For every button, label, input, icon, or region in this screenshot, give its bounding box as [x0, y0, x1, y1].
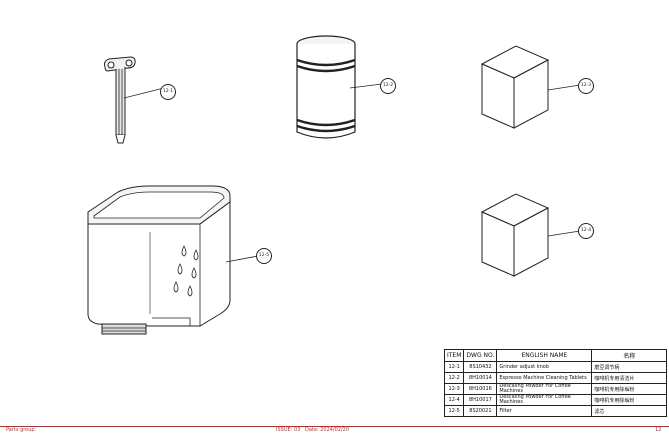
table-row: 12-4 8H10017 Descaling Powder For Coffee…	[443, 394, 668, 406]
descaling-powder-box-1-drawing	[480, 45, 550, 129]
callout-12-1: 12-1	[160, 84, 176, 100]
cell-item: 12-1	[443, 361, 465, 373]
cell-english-name: Descaling Powder For Coffee Machines	[496, 394, 593, 406]
header-dwg-no: DWG NO.	[463, 349, 498, 362]
cell-chinese-name: 咖啡机专用清洁片	[591, 372, 668, 384]
cell-item: 12-5	[443, 405, 465, 417]
cell-chinese-name: 滤芯	[591, 405, 668, 417]
cell-item: 12-4	[443, 394, 465, 406]
cell-dwg-no: 8S10432	[463, 361, 498, 373]
cleaning-tablets-canister-drawing	[296, 35, 356, 139]
table-row: 12-5 8S20021 Filter 滤芯	[443, 405, 668, 417]
water-filter-drawing	[87, 185, 231, 335]
cell-item: 12-2	[443, 372, 465, 384]
grinder-knob-drawing	[104, 56, 136, 144]
leader-line-12-1	[124, 87, 165, 99]
callout-12-5: 12-5	[256, 248, 272, 264]
footer-date: Date: 2024/02/20	[305, 427, 350, 433]
cell-english-name: Espresso Machine Cleaning Tablets	[496, 372, 593, 384]
callout-12-4: 12-4	[578, 223, 594, 239]
leader-line-12-3	[548, 84, 581, 91]
cell-dwg-no: 8H10014	[463, 372, 498, 384]
footer-rule	[0, 426, 669, 427]
parts-list-table: ITEM DWG NO. ENGLISH NAME 名称 12-1 8S1043…	[443, 349, 668, 417]
footer-issue: ISSUE: 03	[276, 427, 301, 433]
header-item: ITEM	[443, 349, 465, 362]
callout-12-3: 12-3	[578, 78, 594, 94]
cell-chinese-name: 磨豆调节柄	[591, 361, 668, 373]
table-row: 12-1 8S10432 Grinder adjust knob 磨豆调节柄	[443, 361, 668, 373]
header-chinese-name: 名称	[591, 349, 668, 362]
cell-chinese-name: 咖啡机专用除垢粉	[591, 394, 668, 406]
cell-dwg-no: 8H10017	[463, 394, 498, 406]
header-english-name: ENGLISH NAME	[496, 349, 593, 362]
cell-english-name: Filter	[496, 405, 593, 417]
callout-12-2: 12-2	[380, 78, 396, 94]
cell-dwg-no: 8S20021	[463, 405, 498, 417]
table-header-row: ITEM DWG NO. ENGLISH NAME 名称	[443, 349, 668, 362]
cell-english-name: Grinder adjust knob	[496, 361, 593, 373]
descaling-powder-box-2-drawing	[480, 193, 550, 277]
footer-parts-group: Parts group:	[6, 427, 37, 433]
table-row: 12-3 8H10016 Descaling Powder For Coffee…	[443, 383, 668, 395]
cell-english-name: Descaling Powder For Coffee Machines	[496, 383, 593, 395]
table-row: 12-2 8H10014 Espresso Machine Cleaning T…	[443, 372, 668, 384]
cell-dwg-no: 8H10016	[463, 383, 498, 395]
leader-line-12-5	[226, 255, 259, 263]
footer-page-number: 12	[655, 427, 662, 433]
cell-item: 12-3	[443, 383, 465, 395]
leader-line-12-2	[350, 83, 383, 89]
leader-line-12-4	[548, 230, 581, 237]
cell-chinese-name: 咖啡机专用除垢粉	[591, 383, 668, 395]
